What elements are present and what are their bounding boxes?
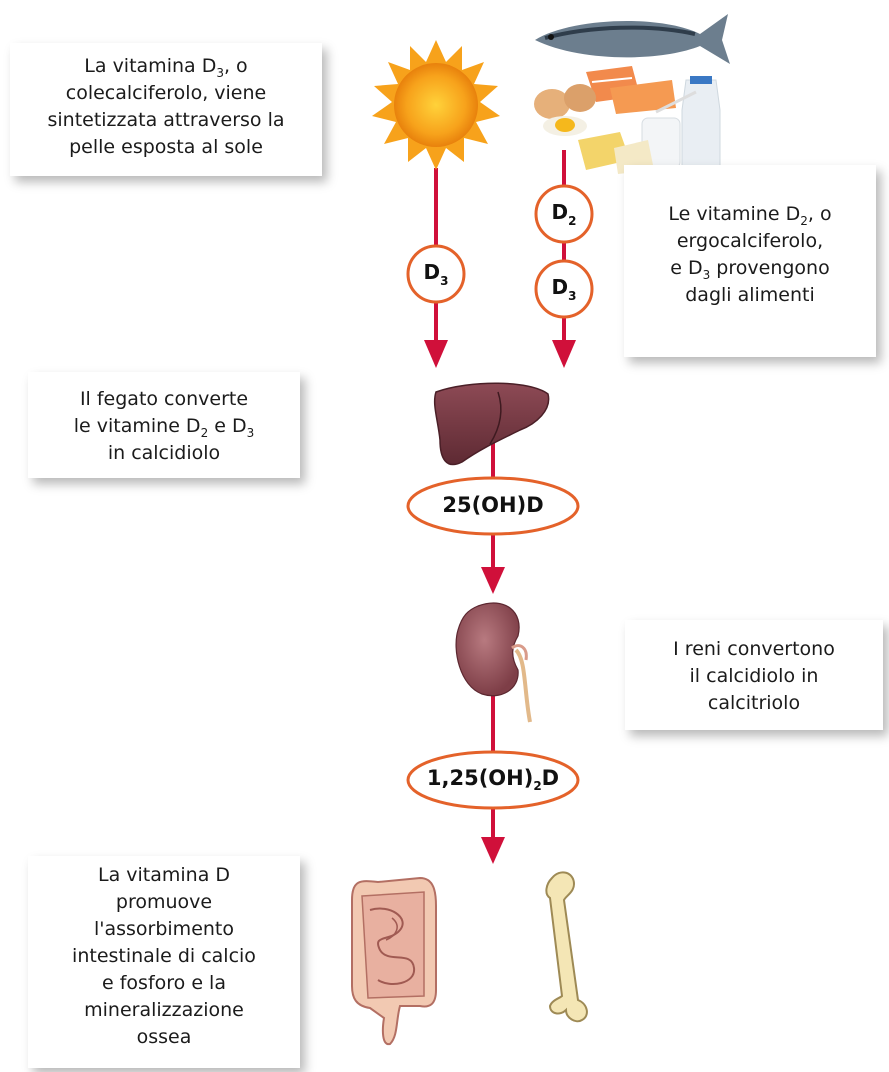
calcitriol-label: 1,25(OH)2D: [408, 766, 578, 793]
liver-icon: [433, 382, 550, 466]
node-d3-sun-sub: 3: [440, 274, 449, 288]
sun-icon: [372, 40, 500, 170]
food-box-line-3-tail: provengono: [710, 257, 830, 279]
calcitriol-pre: 1,25(OH): [426, 766, 534, 790]
food-box-line-1-sub: 2: [800, 214, 808, 228]
effect-box-line-1: La vitamina D: [97, 864, 231, 886]
node-d3-food-letter: D: [551, 275, 569, 299]
node-d2-food-circle: [534, 184, 594, 244]
liver-box-line-2-sub2: 3: [246, 426, 255, 440]
food-box-line-1: Le vitamine D: [668, 203, 801, 225]
sun-box-line-2: colecalciferolo, viene: [65, 82, 267, 104]
liver-box-line-2-mid: e D: [208, 415, 247, 437]
liver-box-line-2-pre: le vitamine D: [73, 415, 201, 437]
food-sources-box: Le vitamine D2, o ergocalciferolo, e D3 …: [624, 165, 876, 357]
arrow-food-to-liver: [552, 150, 576, 368]
node-d3-sun-label: D3: [408, 260, 464, 287]
node-d2-food-letter: D: [551, 200, 569, 224]
liver-conversion-box: Il fegato converte le vitamine D2 e D3 i…: [28, 372, 300, 478]
node-d3-food-label: D3: [536, 275, 592, 302]
sun-box-line-1: La vitamina D: [84, 55, 217, 77]
intestine-icon: [351, 876, 437, 1046]
node-d3-food-sub: 3: [568, 289, 577, 303]
calcitriol-post: D: [541, 766, 560, 790]
effect-box-line-5: e fosforo e la: [102, 972, 226, 994]
food-box-line-4: dagli alimenti: [685, 284, 815, 306]
effect-box-line-3: l'assorbimento: [93, 918, 235, 940]
calcidiol-pill: [406, 476, 580, 536]
effect-box-line-4: intestinale di calcio: [72, 945, 256, 967]
kidney-box-line-1: I reni convertono: [673, 638, 835, 660]
sun-synthesis-box: La vitamina D3, o colecalciferolo, viene…: [10, 43, 322, 176]
food-box-line-1-tail: , o: [807, 203, 832, 225]
kidney-conversion-box: I reni convertono il calcidiolo in calci…: [625, 620, 883, 730]
calcidiol-label: 25(OH)D: [442, 493, 544, 517]
kidney-box-line-3: calcitriolo: [707, 692, 801, 714]
effect-box: La vitamina D promuove l'assorbimento in…: [28, 856, 300, 1068]
sun-box-line-1-tail: , o: [223, 55, 248, 77]
sun-box-line-3: sintetizzata attraverso la: [47, 109, 285, 131]
effect-box-line-7: ossea: [136, 1026, 192, 1048]
food-box-line-2: ergocalciferolo,: [676, 230, 824, 252]
node-d2-food-sub: 2: [568, 214, 577, 228]
kidney-box-line-2: il calcidiolo in: [689, 665, 819, 687]
food-box-line-3-pre: e D: [670, 257, 703, 279]
calcitriol-sub: 2: [533, 779, 542, 793]
sun-box-line-1-sub: 3: [216, 66, 224, 80]
liver-box-line-1: Il fegato converte: [79, 388, 249, 410]
node-d3-sun-circle: [406, 244, 466, 304]
sun-box-line-4: pelle esposta al sole: [69, 136, 263, 158]
effect-box-line-2: promuove: [115, 891, 213, 913]
node-d3-sun-letter: D: [423, 260, 441, 284]
node-d2-food-label: D2: [536, 200, 592, 227]
food-box-line-3-sub: 3: [702, 268, 711, 282]
node-d3-food-circle: [534, 259, 594, 319]
calcitriol-pill: [406, 750, 580, 810]
effect-box-line-6: mineralizzazione: [84, 999, 244, 1021]
food-icon: [534, 14, 730, 174]
liver-box-line-3: in calcidiolo: [107, 442, 221, 464]
liver-box-line-2-sub: 2: [200, 426, 209, 440]
kidney-icon: [455, 602, 532, 723]
bone-icon: [545, 871, 588, 1023]
